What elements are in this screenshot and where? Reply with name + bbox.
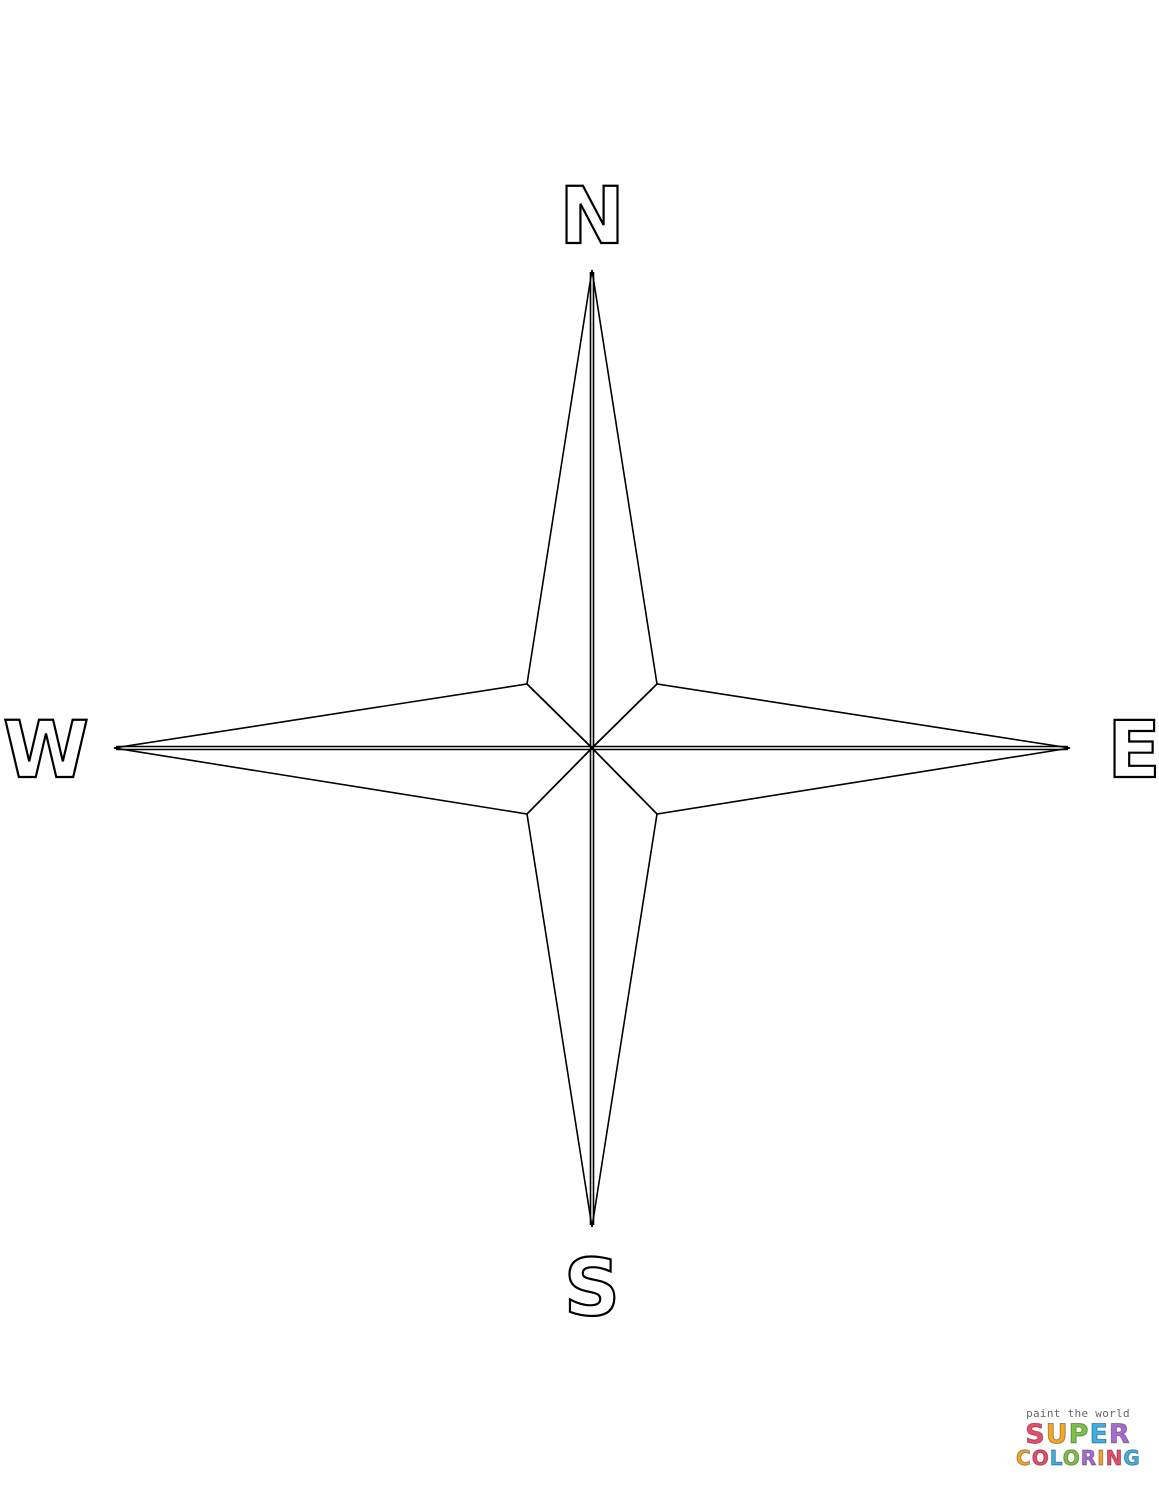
logo-letter: O: [1031, 1446, 1050, 1470]
south-point: [526, 746, 658, 1228]
logo-letter: N: [1105, 1446, 1124, 1470]
logo-tagline: paint the world: [1026, 1407, 1130, 1420]
north-label: N: [559, 172, 624, 262]
logo-letter: R: [1080, 1446, 1098, 1470]
logo-letter: E: [1089, 1419, 1109, 1450]
logo-word-super: SUPER: [1016, 1419, 1140, 1450]
west-point: [113, 683, 594, 815]
south-label: S: [564, 1244, 620, 1334]
logo-letter: I: [1097, 1446, 1106, 1470]
logo-letter: C: [1016, 1446, 1032, 1470]
north-point: [526, 269, 658, 750]
logo-letter: S: [1025, 1419, 1046, 1450]
logo-letter: R: [1108, 1419, 1131, 1450]
east-label: E: [1107, 706, 1159, 796]
logo-letter: O: [1062, 1446, 1081, 1470]
logo-letter: P: [1068, 1419, 1090, 1450]
logo-letter: L: [1049, 1446, 1063, 1470]
west-label: W: [3, 706, 89, 796]
logo-letter: U: [1045, 1419, 1069, 1450]
logo-letter: G: [1123, 1446, 1141, 1470]
super-coloring-logo[interactable]: paint the world SUPER COLORING: [1016, 1407, 1141, 1474]
logo-word-coloring: COLORING: [1016, 1446, 1141, 1470]
